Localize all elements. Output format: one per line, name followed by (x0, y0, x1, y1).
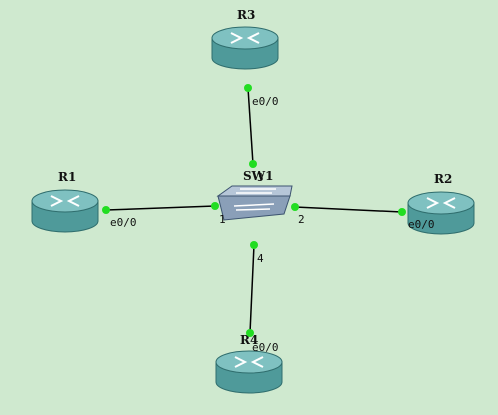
router-arrows-icon (234, 356, 264, 368)
router-r4[interactable]: R4 (215, 333, 283, 394)
port-label-r2: e0/0 (408, 218, 435, 231)
node-label-r4: R4 (240, 333, 258, 347)
link-r1-sw1[interactable] (105, 205, 216, 211)
port-label-r1: e0/0 (110, 216, 137, 229)
port-dot-sw1-1[interactable] (211, 202, 219, 210)
router-arrows-icon (426, 197, 456, 209)
port-label-sw1-2: 2 (298, 213, 305, 226)
port-dot-sw1-2[interactable] (291, 203, 299, 211)
port-label-sw1-4: 4 (257, 252, 264, 265)
node-label-r1: R1 (58, 170, 76, 184)
port-label-sw1-3: 3 (257, 171, 264, 184)
port-dot-r1-e00[interactable] (102, 206, 110, 214)
node-label-r3: R3 (237, 8, 255, 22)
router-r1[interactable]: R1 (31, 170, 99, 233)
link-r2-sw1[interactable] (294, 206, 403, 213)
node-label-r2: R2 (434, 172, 452, 186)
node-label-sw1: SW1 (243, 169, 274, 183)
router-r3[interactable]: R3 (211, 8, 279, 70)
port-label-r3: e0/0 (252, 95, 279, 108)
port-dot-sw1-4[interactable] (250, 241, 258, 249)
port-dot-r3-e00[interactable] (244, 84, 252, 92)
link-r4-sw1[interactable] (249, 244, 255, 334)
port-dot-r2-e00[interactable] (398, 208, 406, 216)
router-arrows-icon (50, 195, 80, 207)
router-arrows-icon (230, 32, 260, 44)
port-dot-sw1-3[interactable] (249, 160, 257, 168)
port-dot-r4-e00[interactable] (246, 329, 254, 337)
link-r3-sw1[interactable] (247, 87, 254, 165)
port-label-sw1-1: 1 (219, 213, 226, 226)
router-r2[interactable]: R2 (407, 172, 475, 235)
switch-arrows-icon (233, 188, 276, 211)
switch-sw1[interactable]: SW1 (216, 169, 293, 221)
port-label-r4: e0/0 (252, 341, 279, 354)
